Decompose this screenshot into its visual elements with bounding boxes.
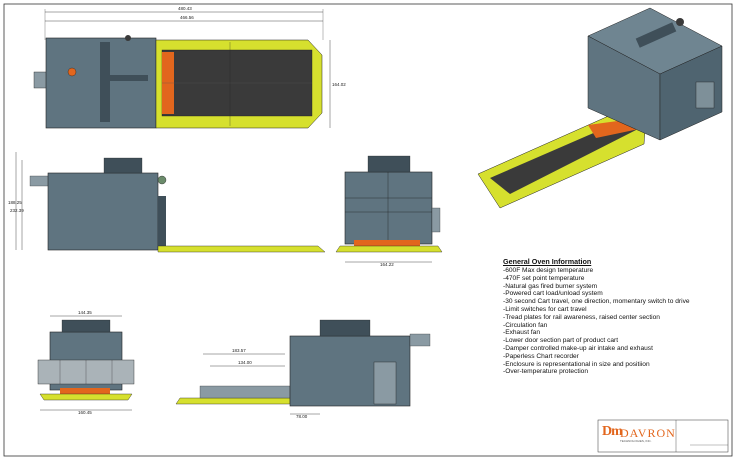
info-title: General Oven Information <box>503 257 592 266</box>
info-item: -Circulation fan <box>503 321 548 329</box>
logo-tagline: TECHNOLOGIES, INC. <box>620 439 652 443</box>
logo-company: DAVRON <box>620 426 676 440</box>
info-item: -Paperless Chart recorder <box>503 352 579 360</box>
side-view-2: 183.57 134.00 78.00 <box>175 319 431 419</box>
info-item: -Exhaust fan <box>503 329 541 337</box>
dim-side2-right: 78.00 <box>296 414 308 419</box>
dim-side2-top: 183.57 <box>232 348 246 353</box>
dim-side-height2: 232.39 <box>10 208 24 213</box>
info-item: -Powered cart load/unload system <box>503 290 603 298</box>
sheet-border <box>3 3 733 457</box>
dim-top-width: 164.02 <box>332 82 346 87</box>
front-view: 164.22 <box>335 155 443 267</box>
title-block <box>597 419 729 453</box>
info-item: -Damper controlled make-up air intake an… <box>503 344 653 352</box>
info-item: -Natural gas fired burner system <box>503 282 598 290</box>
info-item: -470F set point temperature <box>503 274 585 282</box>
info-item: -30 second Cart travel, one direction, m… <box>503 298 690 306</box>
info-list: -600F Max design temperature-470F set po… <box>503 267 731 376</box>
info-item: -Limit switches for cart travel <box>503 305 587 313</box>
dim-end-width-bottom: 160.45 <box>78 410 92 415</box>
dim-side2-mid: 134.00 <box>238 360 252 365</box>
dim-side-height: 188.25 <box>8 200 22 205</box>
dim-end-width-top: 144.35 <box>78 310 92 315</box>
dim-top-overall: 480.43 <box>178 6 192 11</box>
info-item: -600F Max design temperature <box>503 267 594 274</box>
side-view: 188.25 232.39 <box>8 152 326 253</box>
top-view: 480.43 466.56 164.02 <box>33 6 346 129</box>
dim-top-inner: 466.56 <box>180 15 194 20</box>
company-logo: Dm DAVRON TECHNOLOGIES, INC. <box>602 424 676 446</box>
dim-front-width: 164.22 <box>380 262 394 267</box>
end-view: 144.35 160.45 <box>37 310 135 415</box>
logo-mark: Dm <box>602 424 623 439</box>
info-item: -Tread plates for rail awareness, raised… <box>503 313 660 321</box>
general-oven-info: General Oven Information -600F Max desig… <box>503 257 731 376</box>
info-item: -Enclosure is representational in size a… <box>503 360 650 368</box>
isometric-view <box>477 7 723 209</box>
info-item: -Lower door section part of product cart <box>503 337 619 345</box>
info-item: -Over-temperature protection <box>503 368 589 376</box>
